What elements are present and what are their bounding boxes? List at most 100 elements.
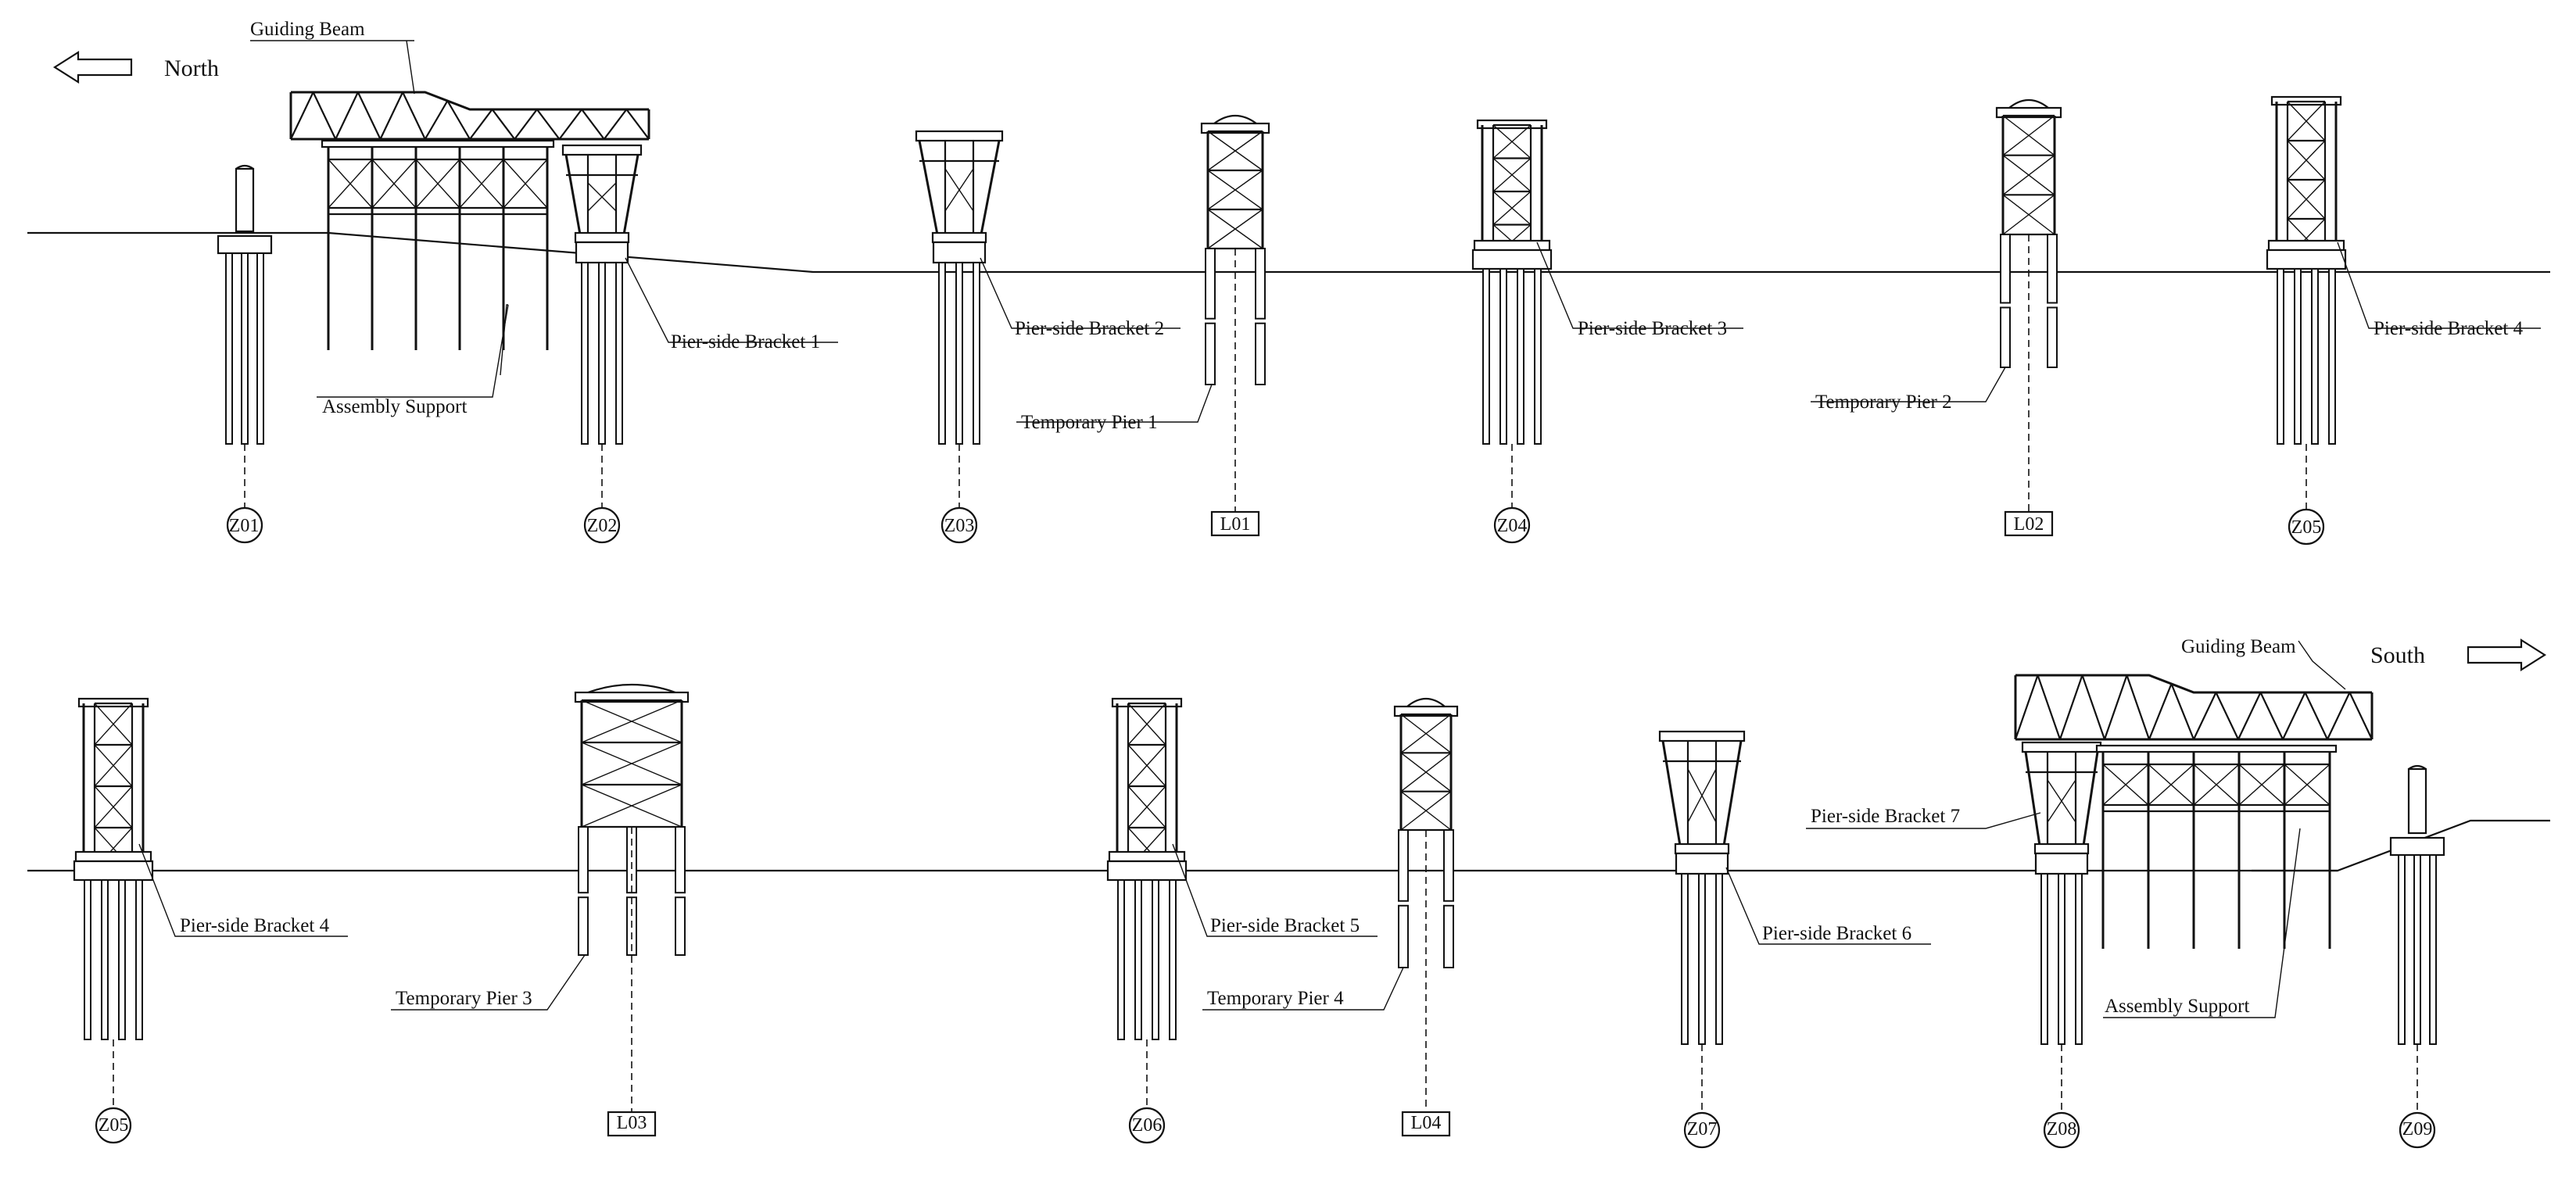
- bracing: [581, 784, 683, 828]
- pile: [241, 252, 249, 445]
- bracket-frame: [1661, 740, 1743, 847]
- pile: [2277, 268, 2284, 445]
- temp-pier-arch: [1213, 114, 1257, 124]
- temp-pier-leg: [1205, 322, 1216, 386]
- leader-assembly-bottom: [2103, 828, 2301, 1018]
- temp-pier-arch: [2008, 98, 2049, 109]
- truss-diagonal: [424, 100, 449, 140]
- pile: [1517, 268, 1524, 445]
- pier-stub: [2407, 767, 2427, 835]
- leader-assembly-support: [317, 304, 509, 398]
- leader-guiding-beam-bottom: [2298, 640, 2346, 690]
- pile: [1169, 879, 1177, 1040]
- bracket-top: [2021, 741, 2102, 753]
- truss-diagonal: [356, 91, 382, 140]
- pile: [118, 879, 126, 1040]
- bracing: [2002, 115, 2055, 156]
- truss-top-chord: [291, 91, 649, 111]
- north-label: North: [164, 55, 219, 81]
- diagram-labels: North South Guiding Beam Assembly Suppor…: [99, 19, 2524, 1139]
- temp-pier-leg: [578, 896, 589, 956]
- pile: [615, 262, 623, 445]
- bracket-label-2: Pier-side Bracket 2: [1015, 318, 1164, 339]
- assembly-support-label-bottom: Assembly Support: [2105, 996, 2249, 1017]
- pier-id-circle: [226, 506, 263, 544]
- truss-diagonal: [536, 109, 561, 140]
- pile: [2294, 268, 2302, 445]
- pile: [2075, 873, 2083, 1045]
- temp-pier-label-2: Temporary Pier 2: [1815, 392, 1952, 413]
- pier-id-circle: [2043, 1111, 2080, 1149]
- bracing: [581, 742, 683, 785]
- pier-id-L03: L03: [617, 1113, 647, 1133]
- pile-cap: [932, 241, 987, 264]
- assembly-brace: [2284, 764, 2331, 806]
- pile-cap: [575, 241, 629, 264]
- truss-diagonal: [514, 109, 538, 140]
- bottom-row-elevation: [27, 639, 2550, 1149]
- assembly-brace: [415, 159, 460, 209]
- pier-id-circle: [95, 1107, 132, 1144]
- pier-id-L01: L01: [1220, 514, 1251, 535]
- pier-id-Z08: Z08: [2047, 1119, 2077, 1139]
- pier-bearing: [1674, 843, 1730, 855]
- temp-pier-leg: [1398, 829, 1409, 902]
- truss-diagonal: [379, 91, 404, 140]
- truss-diagonal: [581, 109, 605, 140]
- pile: [84, 879, 91, 1040]
- temp-pier-leg: [1443, 829, 1454, 902]
- pier-id-Z03: Z03: [944, 516, 975, 536]
- temp-pier-leg: [1255, 322, 1266, 386]
- pile: [938, 262, 946, 445]
- truss-diagonal: [2126, 674, 2151, 740]
- pile: [1681, 873, 1689, 1045]
- bracket-label-7: Pier-side Bracket 7: [1811, 806, 1960, 827]
- bracing: [1492, 191, 1532, 226]
- pier-bearing: [2267, 239, 2345, 252]
- assembly-top-beam: [2095, 744, 2338, 753]
- pile: [2429, 854, 2437, 1045]
- truss-diagonal: [2348, 692, 2373, 740]
- truss-diagonal: [312, 91, 337, 140]
- pile: [256, 252, 264, 445]
- truss-diagonal: [2215, 692, 2239, 740]
- temp-pier-leg: [626, 826, 637, 894]
- south-arrow-icon: [2467, 639, 2547, 671]
- truss-diagonal: [2103, 674, 2128, 740]
- pile: [973, 262, 980, 445]
- assembly-support-label-top: Assembly Support: [322, 396, 467, 417]
- pier-id-Z06: Z06: [1132, 1115, 1163, 1136]
- temp-pier-leg: [1205, 248, 1216, 320]
- pile-cap: [2034, 852, 2089, 875]
- pile: [2040, 873, 2048, 1045]
- bracket-top: [561, 144, 643, 156]
- bracket-label-5: Pier-side Bracket 5: [1210, 915, 1360, 936]
- pile-cap: [2389, 836, 2445, 857]
- pile: [101, 879, 109, 1040]
- pier-id-Z04: Z04: [1497, 516, 1528, 536]
- truss-diagonal: [558, 109, 583, 140]
- bracing: [1207, 209, 1263, 249]
- leader-temp-pier-4: [1202, 967, 1404, 1011]
- bracing: [944, 168, 974, 212]
- leader-bracket-5: [1172, 843, 1378, 937]
- pile: [1499, 268, 1507, 445]
- truss-diagonal: [2014, 674, 2039, 740]
- bracket-label-3: Pier-side Bracket 3: [1578, 318, 1727, 339]
- temp-pier-leg: [2047, 234, 2058, 304]
- truss-diagonal: [625, 109, 650, 140]
- truss-diagonal: [335, 91, 359, 140]
- assembly-top-beam: [321, 139, 555, 148]
- bracket-label-6: Pier-side Bracket 6: [1762, 923, 1911, 944]
- guiding-beam-label-top: Guiding Beam: [250, 19, 365, 40]
- pile-cap: [1106, 860, 1188, 882]
- temp-pier-arch: [1406, 697, 1446, 707]
- truss-diagonal: [2327, 692, 2351, 740]
- leader-bracket-6: [1725, 867, 1931, 945]
- pile-cap: [217, 234, 273, 255]
- pier-bearing: [74, 850, 152, 863]
- temp-pier-leg: [578, 826, 589, 894]
- truss-diagonal: [290, 91, 314, 140]
- pile: [598, 262, 606, 445]
